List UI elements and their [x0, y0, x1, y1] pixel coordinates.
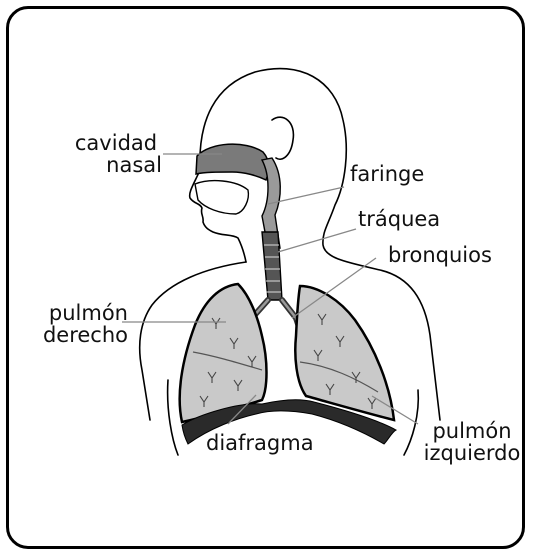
label-left-lung: pulmón izquierdo: [416, 420, 528, 464]
label-nasal-cavity-line1: cavidad: [66, 132, 166, 154]
torso-left-side: [168, 380, 178, 455]
label-right-lung-line2: derecho: [16, 324, 128, 346]
label-nasal-cavity-line2: nasal: [66, 154, 166, 176]
label-bronchi: bronquios: [388, 244, 492, 266]
ear-outline: [272, 117, 293, 159]
leader-trachea: [278, 229, 356, 252]
label-right-lung: pulmón derecho: [16, 302, 128, 346]
label-left-lung-line2: izquierdo: [416, 442, 528, 464]
label-left-lung-line1: pulmón: [416, 420, 528, 442]
label-trachea: tráquea: [358, 208, 440, 230]
label-diaphragm: diafragma: [206, 432, 314, 454]
nasal-cavity-shape: [196, 144, 269, 180]
oral-cavity: [195, 181, 248, 214]
label-pharynx: faringe: [350, 163, 424, 185]
label-right-lung-line1: pulmón: [16, 302, 128, 324]
right-lung-shape: [180, 284, 267, 422]
trachea-shape: [262, 232, 282, 300]
label-nasal-cavity: cavidad nasal: [66, 132, 166, 176]
